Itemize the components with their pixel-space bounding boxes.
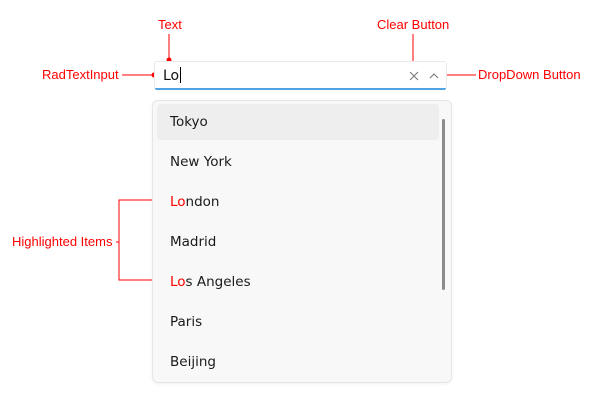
list-item[interactable]: Madrid [170, 234, 217, 250]
chevron-up-icon [429, 73, 439, 79]
combo-text: Lo [163, 68, 180, 84]
list-item[interactable]: Tokyo [157, 104, 439, 140]
list-item[interactable]: Beijing [170, 354, 216, 370]
annotation-label-text: Text [158, 17, 182, 32]
list-item[interactable]: New York [170, 154, 232, 170]
highlighted-match: Lo [170, 194, 186, 210]
dropdown-button[interactable] [428, 69, 440, 81]
annotation-label-highlighted-items: Highlighted Items [12, 234, 113, 249]
annotation-label-dropdown-button: DropDown Button [478, 67, 581, 82]
combo-text-value[interactable]: Lo [163, 67, 182, 85]
annotation-label-clear-button: Clear Button [377, 17, 450, 32]
rad-text-input[interactable]: Lo [154, 61, 447, 90]
list-item[interactable]: London [170, 194, 220, 210]
list-item[interactable]: Los Angeles [170, 274, 251, 290]
close-icon [409, 71, 419, 81]
dropdown-popup: Tokyo New York London Madrid Los Angeles… [152, 100, 452, 383]
scrollbar-thumb[interactable] [442, 119, 445, 290]
annotation-label-rad-text-input: RadTextInput [42, 67, 119, 82]
list-item[interactable]: Paris [170, 314, 203, 330]
text-caret [180, 67, 182, 83]
highlighted-match: Lo [170, 274, 186, 290]
focus-underline [155, 88, 446, 90]
clear-button[interactable] [408, 69, 420, 81]
